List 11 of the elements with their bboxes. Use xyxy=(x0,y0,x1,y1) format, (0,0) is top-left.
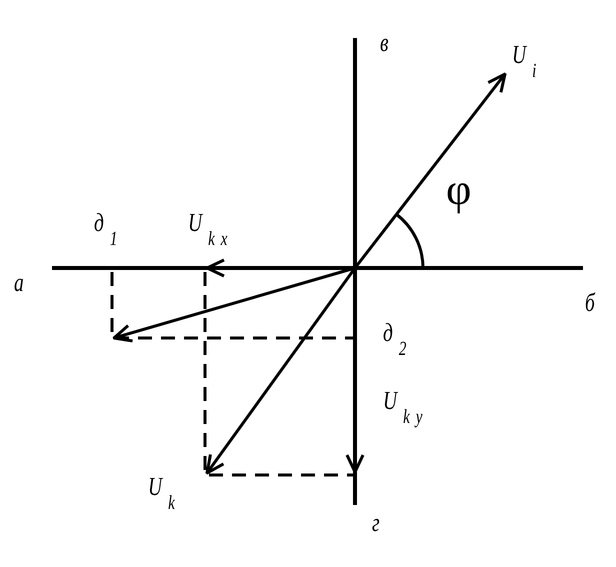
axis-label: в xyxy=(380,30,388,56)
axis-label: а xyxy=(14,270,24,296)
point-label: д$_{1}$ xyxy=(94,210,124,249)
vector-label: U$_{i}$ xyxy=(512,42,542,81)
vector-label: U$_{kx}$ xyxy=(188,210,234,249)
vector-label: U$_{ky}$ xyxy=(383,388,428,427)
axis-label: г xyxy=(372,510,380,536)
point-label: д$_{2}$ xyxy=(383,320,412,359)
axis-label: б xyxy=(585,290,595,316)
angle-label: φ xyxy=(446,168,472,212)
vector-label: U$_{k}$ xyxy=(148,474,181,513)
